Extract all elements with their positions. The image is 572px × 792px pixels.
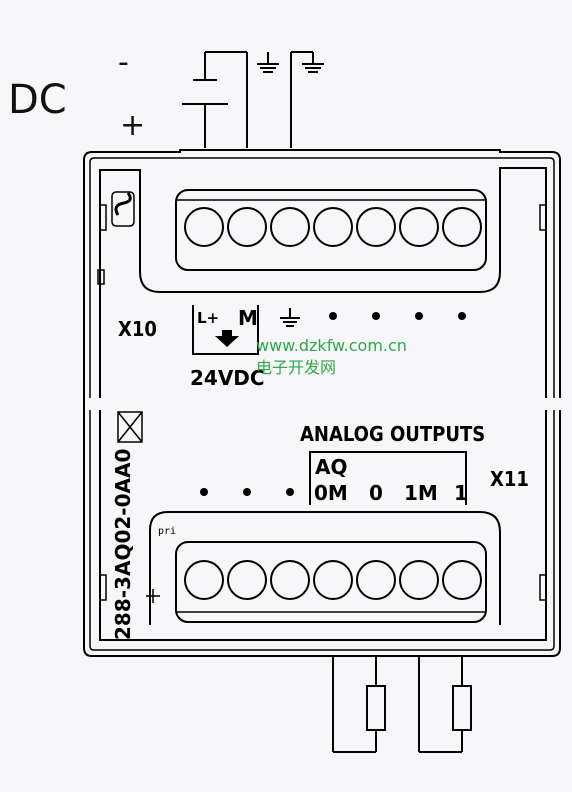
module-housing xyxy=(83,149,561,657)
ground-symbol-2 xyxy=(290,51,324,148)
terminal-screw xyxy=(442,207,482,247)
terminal-screw xyxy=(270,560,310,600)
top-terminal-block xyxy=(175,189,487,271)
terminal-dot xyxy=(458,312,466,320)
terminal-dot xyxy=(286,488,294,496)
terminal-dot xyxy=(372,312,380,320)
terminal-screw xyxy=(442,560,482,600)
terminal-screw xyxy=(399,207,439,247)
power-terminal-label: L+ M xyxy=(192,305,259,355)
ground-icon xyxy=(280,308,300,327)
svg-text:M: M xyxy=(238,306,258,330)
terminal-screw xyxy=(184,560,224,600)
terminal-screw xyxy=(227,207,267,247)
watermark-cn: 电子开发网 xyxy=(256,358,336,377)
dc-label: DC xyxy=(8,77,67,123)
terminal-label-0: 0 xyxy=(369,481,383,505)
crossed-box-icon xyxy=(117,411,143,443)
terminal-dot xyxy=(329,312,337,320)
siemens-logo-icon xyxy=(111,191,135,227)
terminal-screw xyxy=(313,207,353,247)
terminal-screw xyxy=(270,207,310,247)
terminal-screw xyxy=(356,560,396,600)
output-load-1 xyxy=(418,656,472,753)
voltage-label: 24VDC xyxy=(190,366,265,390)
terminal-screw xyxy=(184,207,224,247)
terminal-screw xyxy=(356,207,396,247)
aq-group-bracket xyxy=(309,451,467,505)
svg-text:L+: L+ xyxy=(197,309,219,327)
output-load-0 xyxy=(332,656,386,753)
bottom-terminal-block xyxy=(146,511,501,625)
part-number: 288-3AQ02-0AA0 xyxy=(111,449,135,640)
x10-label: X10 xyxy=(118,317,157,341)
analog-outputs-title: ANALOG OUTPUTS xyxy=(300,422,485,446)
terminal-label-1: 1 xyxy=(454,481,468,505)
terminal-screw xyxy=(227,560,267,600)
terminal-dot xyxy=(415,312,423,320)
terminal-screw xyxy=(313,560,353,600)
watermark-url: www.dzkfw.com.cn xyxy=(256,336,407,355)
terminal-label-1m: 1M xyxy=(404,481,438,505)
aq-label: AQ xyxy=(315,455,347,479)
terminal-dot xyxy=(200,488,208,496)
terminal-screw xyxy=(399,560,439,600)
arrow-down-icon xyxy=(215,330,239,347)
plus-sign: + xyxy=(120,108,145,143)
minus-sign: - xyxy=(118,45,129,80)
x11-label: X11 xyxy=(490,467,529,491)
terminal-label-0m: 0M xyxy=(314,481,348,505)
small-marking: pri xyxy=(158,526,176,537)
battery-symbol xyxy=(182,51,248,148)
ground-symbol-1 xyxy=(257,52,279,73)
terminal-dot xyxy=(243,488,251,496)
